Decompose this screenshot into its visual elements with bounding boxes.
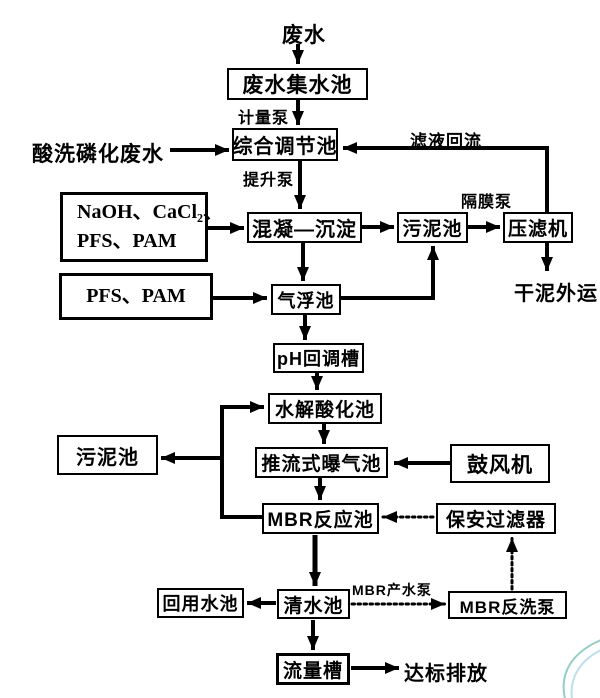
node-ph-adjust-tank: pH回调槽 <box>273 343 364 373</box>
node-chemicals-pfs-pam: PFS、PAM <box>59 273 213 320</box>
node-regulation-tank: 综合调节池 <box>232 128 338 161</box>
chemicals-line1: NaOH、CaCl₂、 <box>77 201 223 223</box>
watermark-arc-teal <box>562 639 600 698</box>
node-flow-tank: 流量槽 <box>276 653 350 685</box>
node-flotation-tank: 气浮池 <box>271 284 341 315</box>
label-acid-wash-in: 酸洗磷化废水 <box>32 143 164 166</box>
node-mbr-tank: MBR反应池 <box>262 503 379 534</box>
watermark-arc-blue <box>570 649 600 698</box>
node-sludge-tank-top: 污泥池 <box>397 212 468 243</box>
label-metering-pump: 计量泵 <box>238 110 290 127</box>
label-filtrate-return: 滤液回流 <box>410 132 482 151</box>
node-reuse-tank: 回用水池 <box>157 588 244 618</box>
node-sludge-tank-left: 污泥池 <box>57 435 158 475</box>
arrow-mbr-recycle-to-hydrolysis <box>220 401 264 519</box>
node-chemicals-naoh-cacl2-pfs-pam: NaOH、CaCl₂、 PFS、PAM <box>60 192 223 262</box>
node-security-filter: 保安过滤器 <box>436 503 556 534</box>
arrow-filtrate-return <box>343 142 549 212</box>
chemicals-line2: PFS、PAM <box>77 230 177 252</box>
label-wastewater-in: 废水 <box>282 24 326 47</box>
node-hydrolysis-tank: 水解酸化池 <box>268 393 382 424</box>
label-discharge-out: 达标排放 <box>404 663 488 685</box>
node-clear-tank: 清水池 <box>277 589 350 619</box>
node-mbr-backwash-pump: MBR反洗泵 <box>448 591 567 619</box>
node-coagulation-sedimentation: 混凝—沉淀 <box>247 212 362 243</box>
label-dry-sludge-out: 干泥外运 <box>514 283 598 305</box>
node-collection-tank: 废水集水池 <box>227 68 368 100</box>
arrow-flotation-to-sludge <box>341 246 439 300</box>
label-mbr-product-pump: MBR产水泵 <box>352 582 432 598</box>
node-aeration-tank: 推流式曝气池 <box>255 447 388 478</box>
node-filter-press: 压滤机 <box>503 212 573 243</box>
label-diaphragm-pump: 隔膜泵 <box>461 194 513 211</box>
label-lift-pump: 提升泵 <box>243 172 295 189</box>
node-blower: 鼓风机 <box>450 444 550 483</box>
